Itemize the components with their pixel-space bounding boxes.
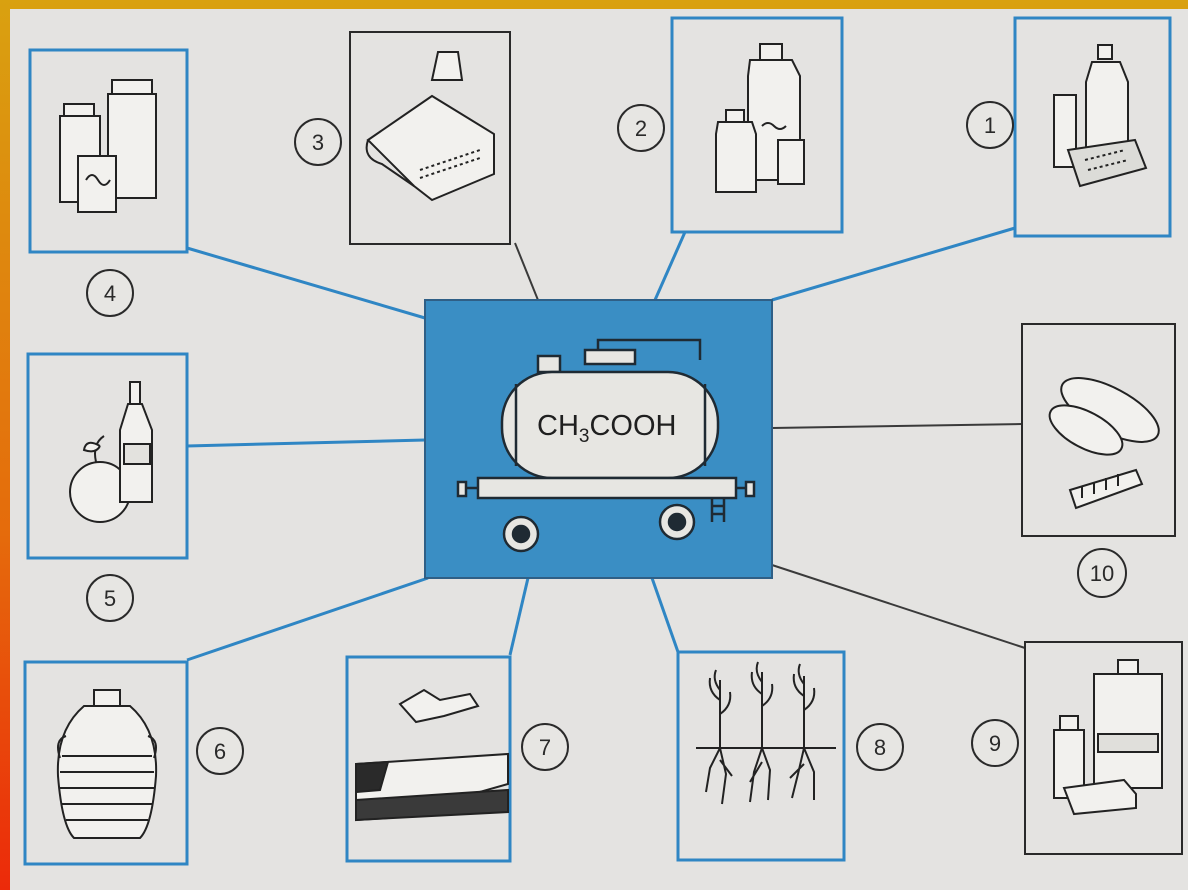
film-and-photo-icon: [355, 688, 509, 822]
node-9-number: 9: [989, 731, 1001, 756]
node-5-frame: [26, 352, 189, 560]
node-3-number-badge: [294, 118, 342, 166]
node-2: 2: [617, 16, 844, 234]
node-8-frame: [676, 650, 846, 862]
node-8: 8: [676, 650, 904, 862]
node-10-frame: [1021, 323, 1176, 537]
node-6-number: 6: [214, 739, 226, 764]
node-9-number-badge: [971, 719, 1019, 767]
node-7-frame: [345, 655, 512, 863]
node-7-number-badge: [521, 723, 569, 771]
node-9: 9: [971, 641, 1183, 855]
connector-9: [771, 564, 1026, 649]
node-4: 4: [28, 48, 189, 317]
node-3-number: 3: [312, 130, 324, 155]
node-6-frame: [23, 660, 189, 866]
fruit-and-vinegar-bottle-icon: [69, 381, 153, 523]
node-7: 7: [345, 655, 569, 863]
connector-2: [653, 231, 687, 301]
connector-10: [771, 423, 1023, 429]
connector-7: [508, 577, 530, 656]
node-4-number: 4: [104, 281, 116, 306]
node-5-number-badge: [86, 574, 134, 622]
connector-8: [650, 577, 680, 653]
node-7-number: 7: [539, 735, 551, 760]
connector-lines: [186, 226, 1026, 662]
node-10-number-badge: [1077, 548, 1127, 598]
node-1: 1: [966, 16, 1172, 238]
plastic-film-reel-icon: [1048, 377, 1160, 510]
node-1-number: 1: [984, 113, 996, 138]
node-3: 3: [294, 31, 511, 245]
center-tank-card: CH3COOH: [424, 299, 773, 579]
tank-car-icon: [456, 338, 756, 553]
medicine-bottle-tablets-icon: [1053, 44, 1148, 188]
node-5-number: 5: [104, 586, 116, 611]
node-10-number: 10: [1090, 561, 1114, 586]
connector-4: [186, 246, 426, 320]
node-6-number-badge: [196, 727, 244, 775]
food-jars-icon: [59, 79, 157, 213]
connector-6: [186, 576, 429, 662]
node-3-frame: [349, 31, 511, 245]
node-1-frame: [1013, 16, 1172, 238]
fabric-roll-dye-icon: [365, 51, 495, 202]
node-10: 10: [1021, 323, 1176, 598]
formula-label: CH3COOH: [537, 410, 676, 447]
connector-1: [771, 226, 1016, 302]
node-1-number-badge: [966, 101, 1014, 149]
node-4-frame: [28, 48, 189, 254]
node-9-frame: [1024, 641, 1183, 855]
node-6: 6: [23, 660, 244, 866]
node-4-number-badge: [86, 269, 134, 317]
node-2-number: 2: [635, 116, 647, 141]
amphora-vessel-icon: [56, 689, 158, 839]
cosmetic-bottles-icon: [1053, 659, 1163, 816]
node-5: 5: [26, 352, 189, 622]
connector-3: [514, 242, 541, 306]
node-2-frame: [670, 16, 844, 234]
plant-seedlings-icon: [696, 661, 836, 805]
chemical-jars-icon: [715, 43, 805, 193]
node-8-number-badge: [856, 723, 904, 771]
connector-5: [186, 438, 426, 448]
node-2-number-badge: [617, 104, 665, 152]
node-8-number: 8: [874, 735, 886, 760]
